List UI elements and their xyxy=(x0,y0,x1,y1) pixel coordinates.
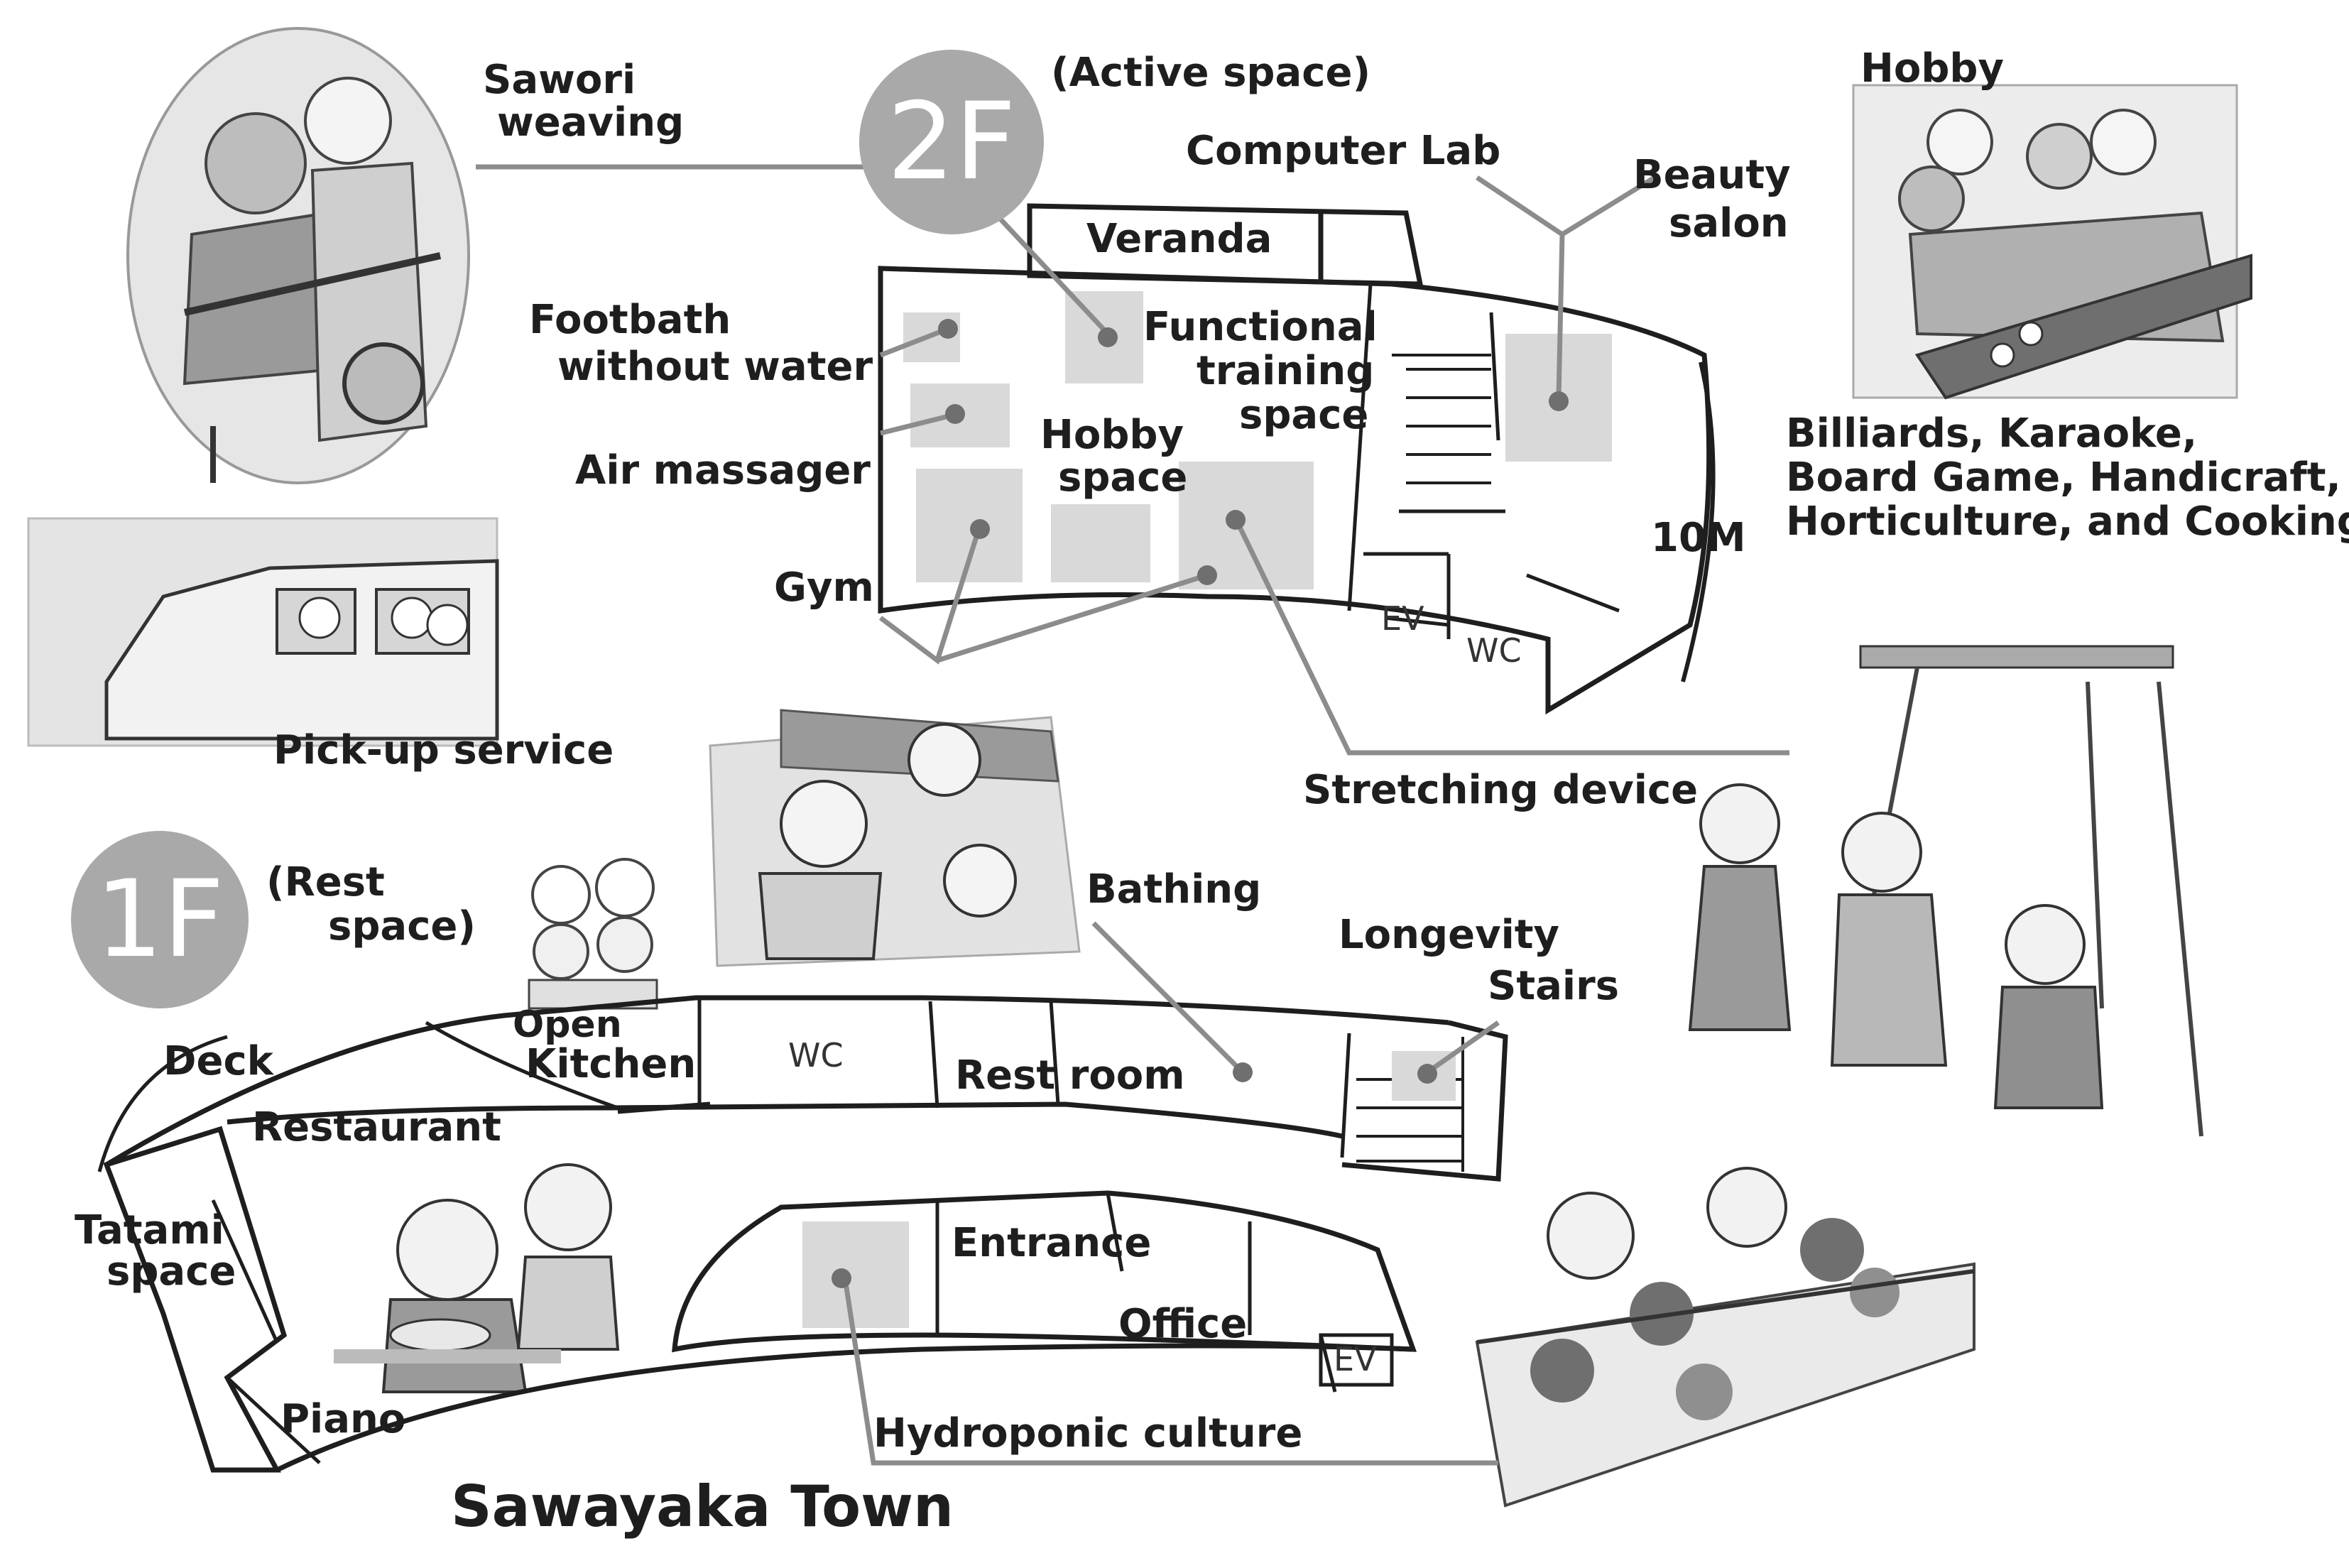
label-veranda: Veranda xyxy=(1086,216,1272,262)
floor-2f-plan xyxy=(878,203,1716,715)
label-functional-line3: space xyxy=(1239,392,1369,438)
label-sawori-weaving-line2: weaving xyxy=(497,99,685,146)
chefs-illustration xyxy=(528,858,658,1010)
leader-lines xyxy=(476,164,1789,1466)
label-hydroponic-culture: Hydroponic culture xyxy=(873,1410,1303,1457)
label-footbath-line2: without water xyxy=(557,344,873,390)
label-open-kitchen-line1: Open xyxy=(513,1003,622,1046)
leader-dots xyxy=(832,319,1569,1288)
label-beauty-salon-line2: salon xyxy=(1669,200,1789,246)
label-office: Office xyxy=(1118,1301,1248,1347)
label-hobby-space-line1: Hobby xyxy=(1040,412,1184,458)
label-longevity-line2: Stairs xyxy=(1488,963,1620,1009)
hydroponic-illustration xyxy=(1475,1167,1975,1508)
label-computer-lab: Computer Lab xyxy=(1186,128,1501,174)
label-footbath-line1: Footbath xyxy=(529,297,731,343)
hobby-list-line1: Billiards, Karaoke, xyxy=(1786,410,2198,457)
floor-1f-subtitle-line1: (Rest xyxy=(266,859,385,905)
label-functional-line2: training xyxy=(1197,348,1375,394)
label-air-massager: Air massager xyxy=(575,447,871,494)
label-gym: Gym xyxy=(774,565,874,611)
stretching-illustration xyxy=(1688,645,2203,1137)
label-tatami-line2: space xyxy=(107,1248,236,1295)
floor-1f-plan xyxy=(97,995,1508,1473)
label-pickup-service: Pick-up service xyxy=(273,727,614,773)
label-1f-wc: WC xyxy=(788,1036,844,1074)
label-hobby-space-line2: space xyxy=(1058,454,1188,501)
floor-2f-badge: 2F xyxy=(859,50,1044,234)
hobby-list-line3: Horticulture, and Cooking xyxy=(1786,499,2349,545)
label-deck: Deck xyxy=(163,1038,273,1084)
scale-label: 10M xyxy=(1651,515,1746,561)
dining-illustration xyxy=(334,1163,620,1393)
bathing-illustration xyxy=(709,709,1081,967)
label-2f-wc: WC xyxy=(1466,631,1522,670)
label-open-kitchen-line2: Kitchen xyxy=(525,1041,697,1087)
label-piano: Piano xyxy=(280,1396,406,1442)
label-restaurant: Restaurant xyxy=(252,1104,501,1150)
car-illustration xyxy=(27,517,499,747)
page-title: Sawayaka Town xyxy=(451,1474,954,1540)
label-stretching-device: Stretching device xyxy=(1303,767,1699,813)
label-entrance: Entrance xyxy=(952,1220,1152,1266)
label-bathing: Bathing xyxy=(1086,866,1262,913)
label-beauty-salon-line1: Beauty xyxy=(1633,152,1791,198)
label-longevity-line1: Longevity xyxy=(1339,912,1560,958)
label-2f-ev: EV xyxy=(1381,599,1424,638)
floor-1f-badge: 1F xyxy=(71,831,249,1008)
floor-1f-zones xyxy=(802,1051,1456,1328)
label-rest-room: Rest room xyxy=(955,1052,1185,1099)
hobby-list-line2: Board Game, Handicraft, xyxy=(1786,454,2341,501)
weaving-illustration xyxy=(126,27,470,484)
label-hobby: Hobby xyxy=(1860,45,2005,92)
label-1f-ev: EV xyxy=(1334,1340,1377,1378)
floor-1f-subtitle-line2: space) xyxy=(328,903,476,949)
hobby-illustration xyxy=(1852,84,2252,400)
label-sawori-weaving-line1: Sawori xyxy=(483,57,636,103)
label-tatami-line1: Tatami xyxy=(75,1207,224,1253)
label-functional-line1: Functional xyxy=(1143,304,1378,350)
floor-2f-subtitle: (Active space) xyxy=(1051,50,1371,96)
